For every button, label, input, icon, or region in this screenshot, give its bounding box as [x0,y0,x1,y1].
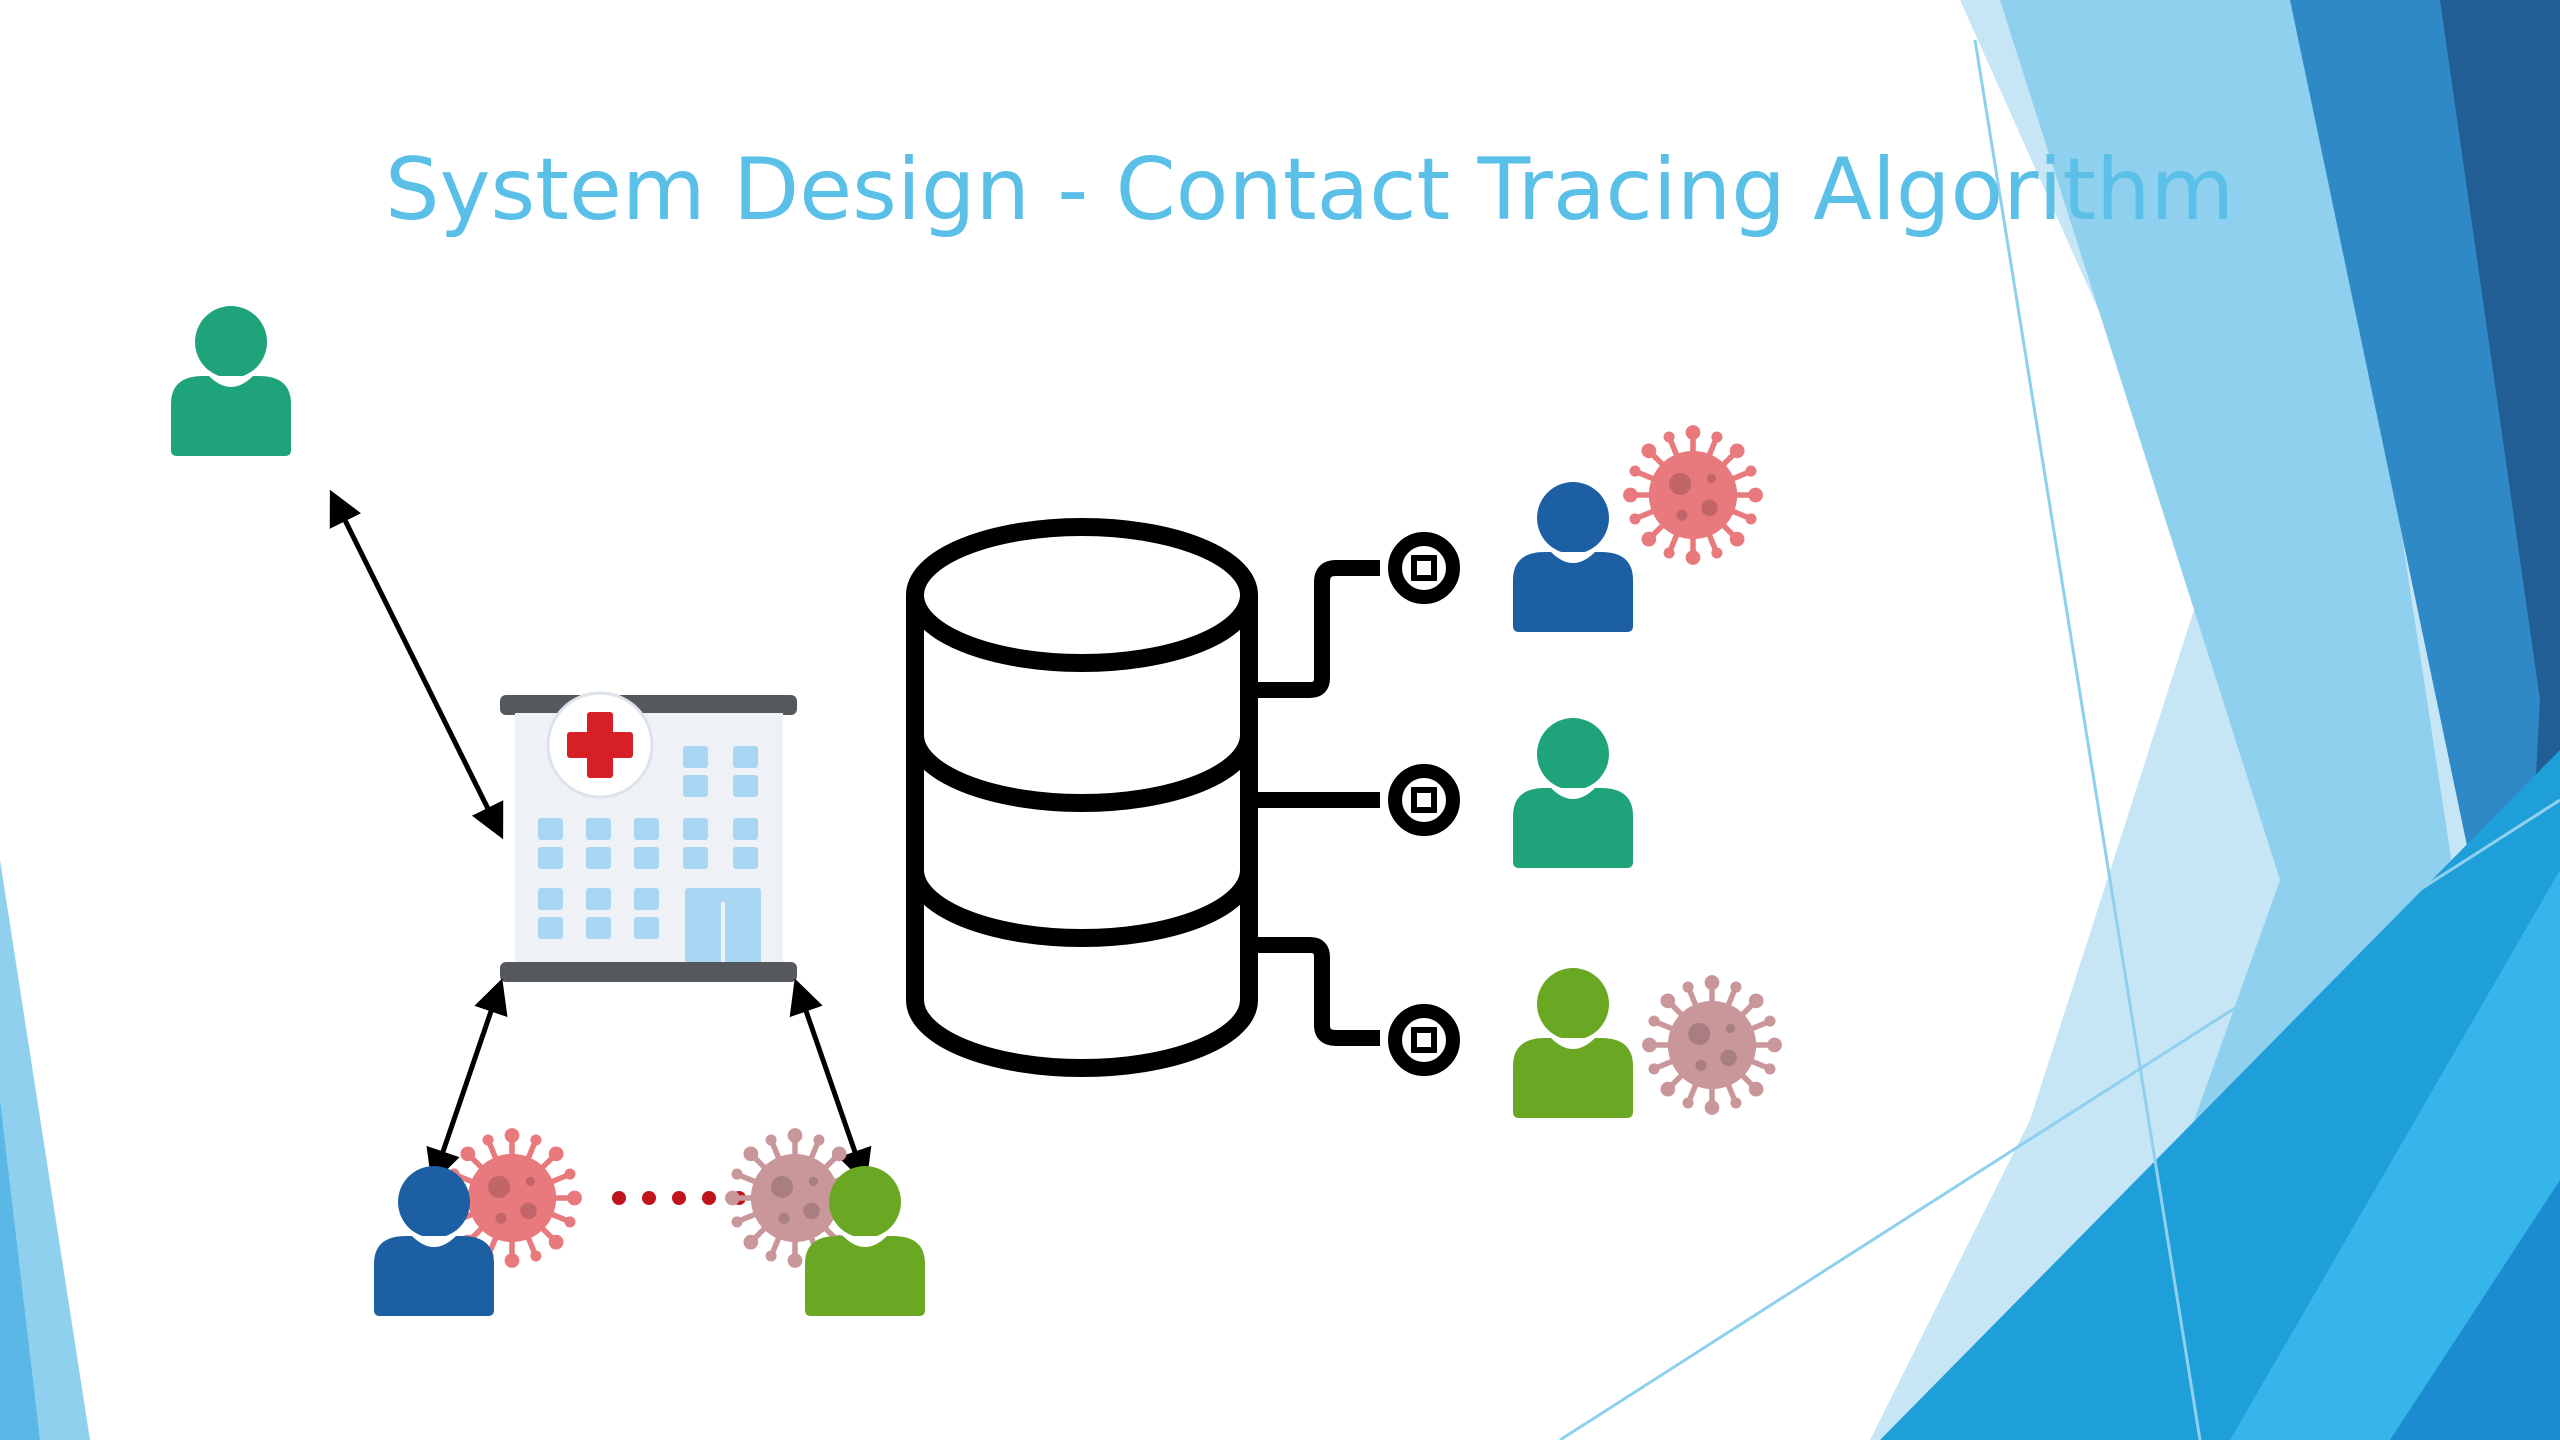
user-icon [1513,482,1633,632]
user-icon [171,306,291,456]
contact-dots [612,1191,746,1205]
user-icon [1513,968,1633,1118]
database-icon [906,518,1258,1077]
virus-icon [1642,975,1782,1115]
double-arrow-icon [426,978,508,1185]
database-connectors [1249,560,1380,1046]
double-arrow-icon [789,978,872,1185]
double-arrow-icon [329,489,504,840]
user-icon [1513,718,1633,868]
page-title: System Design - Contact Tracing Algorith… [385,140,2235,240]
hospital-icon [500,691,797,982]
virus-icon [1623,425,1763,565]
connector-node-icons [1388,532,1460,1076]
